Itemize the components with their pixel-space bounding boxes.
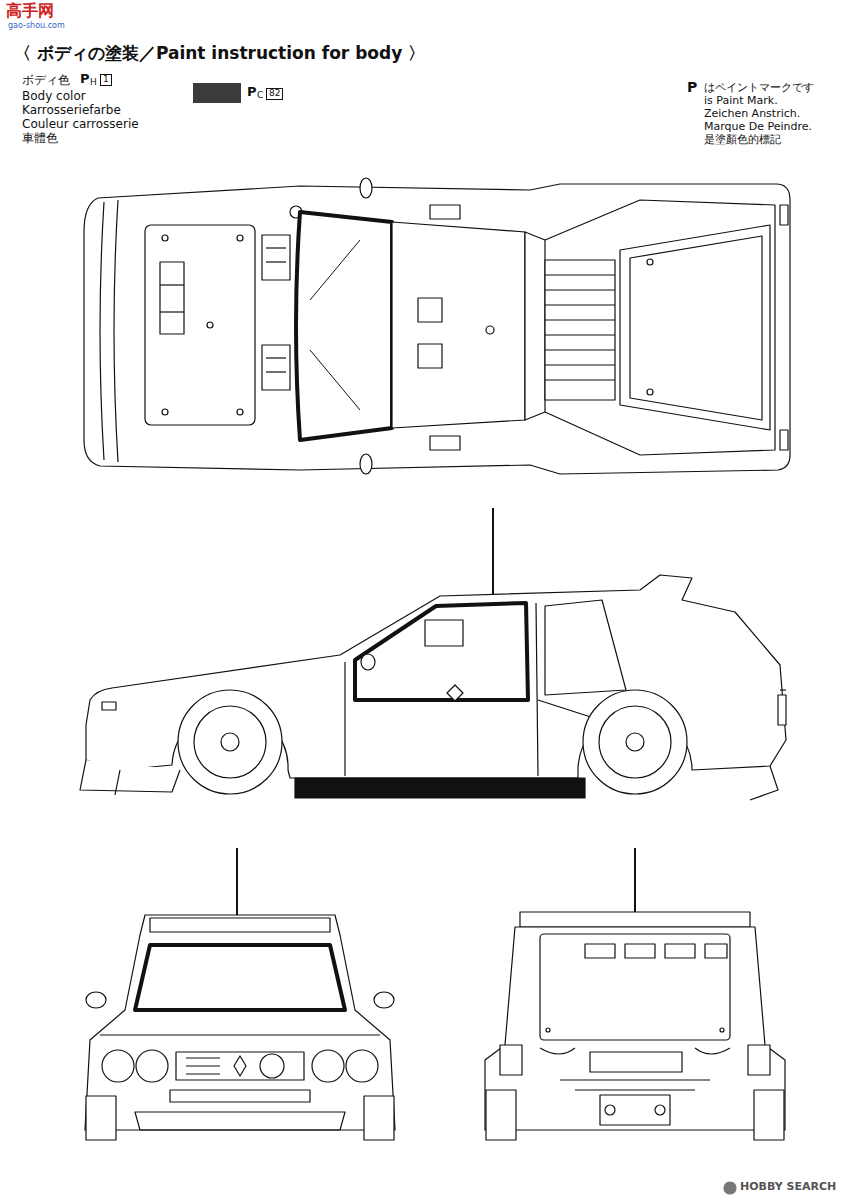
- label-text: gao-shou.com: [8, 21, 65, 30]
- label-text: H: [90, 77, 97, 87]
- label-text: C: [257, 90, 263, 100]
- label-text: P: [247, 85, 257, 100]
- label-text: Zeichen Anstrich.: [704, 108, 800, 121]
- label-text: Body color: [22, 90, 86, 104]
- label-text: 是塗顏色的標記: [704, 134, 781, 147]
- label-text: P: [80, 72, 90, 87]
- label-text: 82: [266, 88, 283, 100]
- label-text: Marque De Peindre.: [704, 121, 812, 134]
- label-text: 車體色: [22, 132, 58, 146]
- label-text: ボディ色: [22, 74, 70, 88]
- label-text: P: [687, 79, 697, 95]
- label-text: HOBBY SEARCH: [740, 1181, 836, 1194]
- label-text: はペイントマークです: [704, 82, 814, 95]
- label-text: Couleur carrosserie: [22, 118, 139, 132]
- label-text: 1: [100, 74, 112, 86]
- label-text: 〈 ボディの塗装／Paint instruction for body 〉: [14, 44, 425, 64]
- color-swatch: [193, 83, 241, 103]
- label-text: is Paint Mark.: [704, 95, 778, 108]
- label-text: Karrosseriefarbe: [22, 104, 121, 118]
- label-text: 高手网: [6, 2, 54, 20]
